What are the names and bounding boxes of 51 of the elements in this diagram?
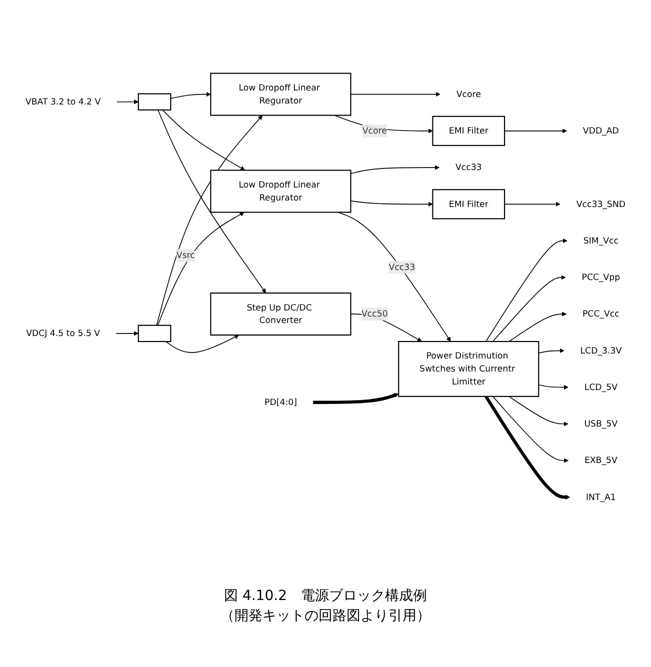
node-text: PCC_Vpp: [582, 272, 620, 282]
node-text: VDCJ 4.5 to 5.5 V: [26, 328, 100, 338]
node-box: Low Dropoff Linear Regurator: [210, 72, 352, 116]
edge-label: Vcc33: [388, 262, 416, 272]
arrow: [504, 202, 560, 207]
node-box: EMI Filter: [432, 116, 506, 146]
arrow: [158, 110, 266, 294]
node-text: PD[4:0]: [264, 396, 297, 408]
edge-label: Vsrc: [176, 250, 195, 260]
figure-caption: 図 4.10.2 電源ブロック構成例: [223, 587, 428, 605]
node-box: [138, 93, 172, 110]
arrow: [350, 92, 440, 97]
node-box: Power Distrimution Swtches with Currentr Limitter: [398, 340, 540, 397]
node-box: EMI Filter: [432, 189, 506, 220]
node-text: PCC_Vcc: [582, 308, 620, 319]
node-text: INT_A1: [586, 492, 616, 502]
arrow: [350, 200, 433, 207]
arrow: [313, 393, 399, 404]
arrow: [157, 212, 244, 326]
source-note: （開発キットの回路図より引用）: [220, 607, 432, 625]
arrow: [156, 115, 263, 326]
arrow: [170, 92, 211, 99]
arrow: [165, 334, 240, 353]
node-text: EXB_5V: [584, 455, 618, 466]
node-text: SIM_Vcc: [583, 235, 618, 246]
arrow: [504, 128, 567, 134]
node-text: VDD_AD: [582, 126, 619, 136]
arrow: [116, 331, 139, 336]
node-text: Vcc33_SND: [576, 198, 626, 210]
arrow: [484, 396, 570, 500]
arrow: [538, 384, 568, 390]
arrow: [538, 348, 564, 354]
arrow: [508, 312, 567, 342]
arrow: [508, 396, 568, 426]
edge-label: Vcc50: [362, 308, 388, 319]
node-text: LCD_5V: [584, 382, 618, 392]
arrow: [486, 238, 568, 342]
arrow: [492, 275, 566, 342]
arrow: [116, 99, 139, 104]
node-box: Step Up DC/DC Converter: [210, 292, 352, 336]
node-text: LCD_3.3V: [580, 345, 622, 356]
arrow: [492, 396, 569, 463]
node-box: [138, 324, 172, 342]
node-box: Low Dropoff Linear Regurator: [210, 170, 352, 213]
arrow: [350, 165, 440, 174]
node-text: Vcore: [456, 88, 481, 100]
node-text: Vcc33: [455, 162, 482, 172]
edge-label: Vcore: [362, 126, 387, 136]
arrow: [162, 110, 246, 170]
node-text: VBAT 3.2 to 4.2 V: [25, 96, 101, 107]
node-text: USB_5V: [584, 418, 618, 429]
